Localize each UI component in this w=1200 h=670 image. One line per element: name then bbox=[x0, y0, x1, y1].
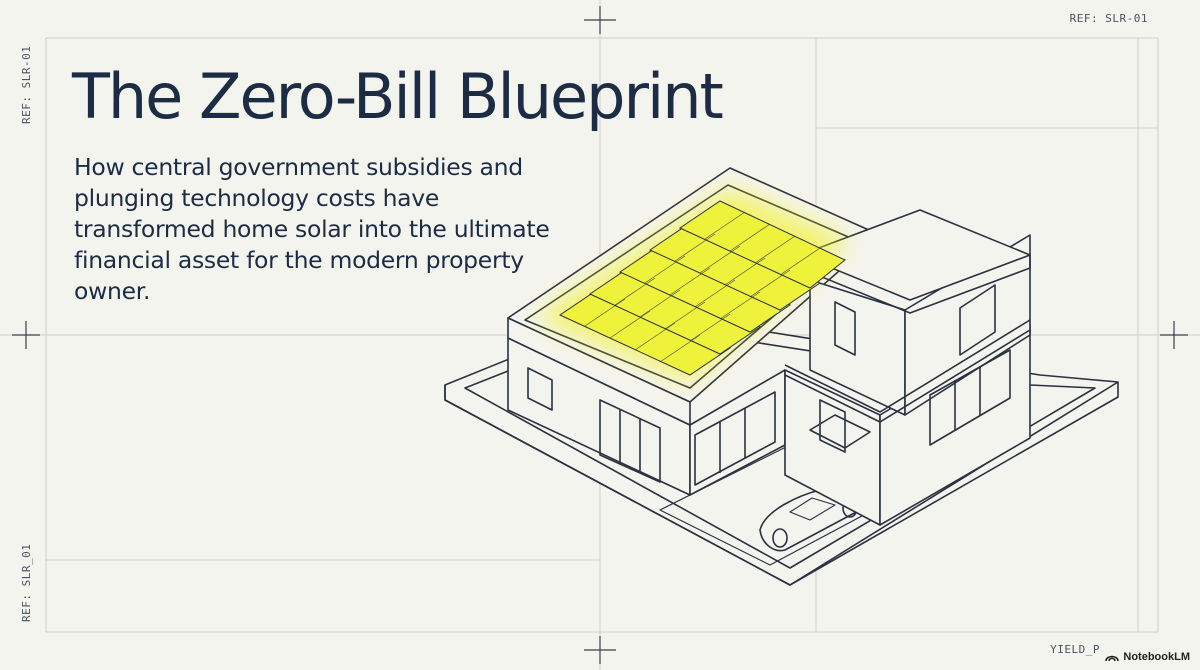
ref-label-top-right: REF: SLR-01 bbox=[1069, 12, 1148, 25]
notebooklm-watermark: NotebookLM bbox=[1103, 650, 1192, 664]
ref-label-left-bottom: REF: SLR_01 bbox=[20, 543, 33, 622]
isometric-house-with-solar-panels-icon bbox=[444, 167, 1119, 586]
watermark-label: NotebookLM bbox=[1123, 651, 1190, 663]
ref-label-bottom-right: YIELD_P bbox=[1050, 643, 1100, 656]
slide-title: The Zero-Bill Blueprint bbox=[72, 60, 724, 133]
ref-label-left-top: REF: SLR-01 bbox=[20, 45, 33, 124]
notebooklm-logo-icon bbox=[1105, 655, 1120, 662]
slide-subtitle: How central government subsidies and plu… bbox=[74, 153, 550, 305]
